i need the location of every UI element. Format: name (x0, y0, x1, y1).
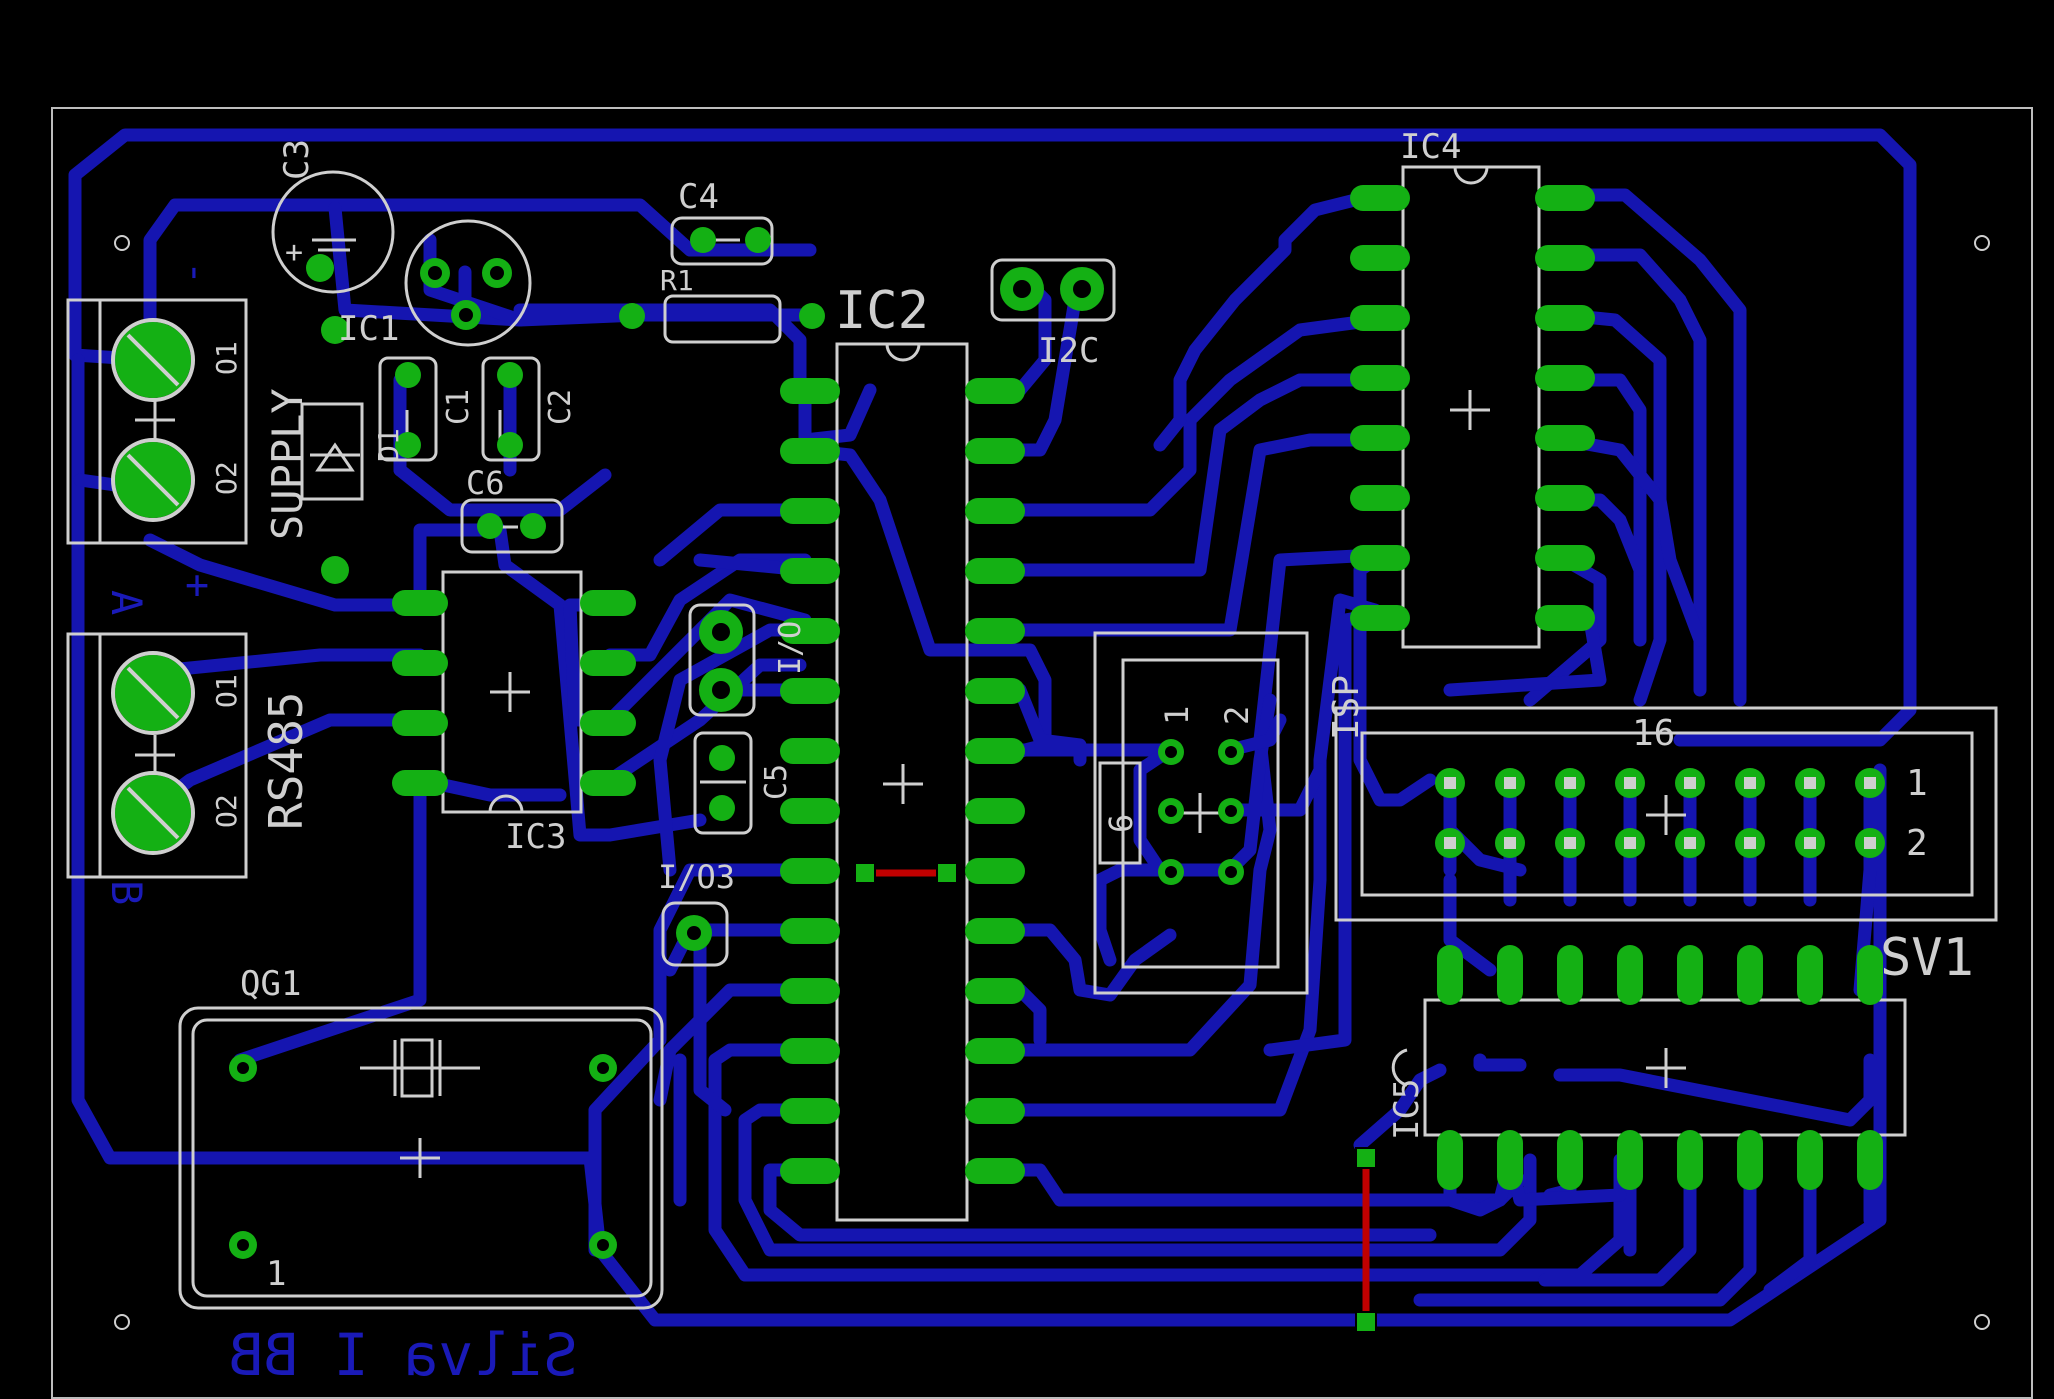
vias (854, 862, 1377, 1333)
ic3-label: IC3 (505, 817, 566, 857)
sv1-pin-1-label: 1 (1906, 763, 1928, 804)
c4-label: C4 (678, 177, 719, 217)
plus-label-supply: + (285, 235, 303, 270)
board-outline (51, 107, 2033, 1399)
io3-label: I/O3 (658, 858, 735, 896)
ic1-label: IC1 (338, 309, 399, 349)
r1-label: R1 (660, 264, 694, 297)
qg1-label: QG1 (240, 964, 301, 1004)
o2-label-rs485: O2 (210, 794, 243, 828)
c2-label: C2 (543, 389, 578, 425)
rs485-label: RS485 (259, 692, 313, 830)
c3-label: C3 (277, 139, 317, 180)
terminal-screws (111, 318, 195, 855)
o1-label-rs485: O1 (210, 674, 243, 708)
c1-label: C1 (441, 389, 476, 425)
o1-label-supply: O1 (210, 341, 243, 375)
bottom-signature-text: Silva I BB (229, 1321, 578, 1389)
silkscreen-marks (135, 166, 1686, 1178)
mounting-holes (114, 235, 1990, 1330)
d1-label: D1 (372, 428, 405, 462)
o2-label-supply: O2 (210, 461, 243, 495)
isp-label: ISP (1326, 675, 1367, 740)
minus-label-supply: - (169, 261, 215, 285)
ic5-label: IC5 (1387, 1079, 1427, 1140)
ic4-label: IC4 (1400, 127, 1461, 167)
sv1-label: SV1 (1880, 928, 1974, 988)
a-label: A (102, 590, 151, 615)
qg1-pin-1-label: 1 (266, 1254, 286, 1294)
ic2-label: IC2 (835, 281, 929, 341)
top-copper-traces (865, 869, 1370, 1322)
sv1-pin-2-label: 2 (1906, 823, 1928, 864)
supply-label: SUPPLY (263, 388, 312, 540)
c6-label: C6 (466, 464, 505, 502)
silkscreen-outlines (66, 165, 1998, 1310)
pad-drill-holes (237, 266, 1237, 1251)
isp-pin-2-label: 2 (1218, 706, 1256, 725)
sv1-pad-centers (1444, 777, 1876, 849)
i2c-label: I2C (1038, 331, 1099, 371)
isp-pin-1-label: 1 (1158, 706, 1196, 725)
isp-pin-6-label: 6 (1102, 814, 1140, 833)
sv1-pin-16-label: 16 (1632, 713, 1675, 754)
io-label: I/O (773, 621, 808, 675)
b-label: B (102, 880, 151, 905)
plus-label-rs485: + (185, 562, 209, 608)
c5-label: C5 (759, 764, 794, 800)
